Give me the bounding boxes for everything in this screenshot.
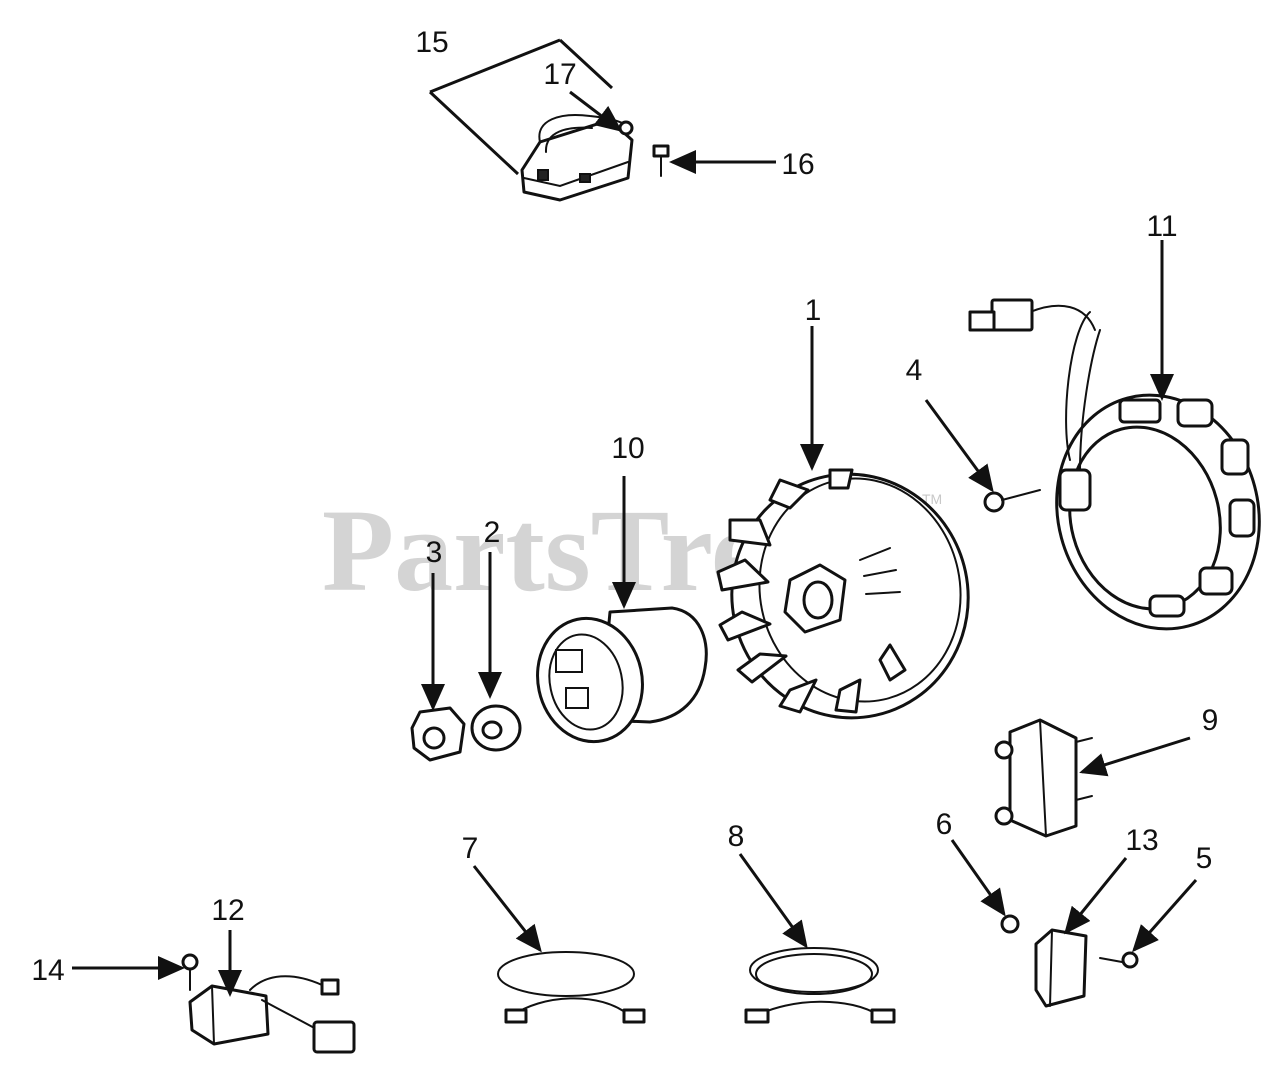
leader-9 xyxy=(1079,736,1191,777)
leader-17 xyxy=(569,90,623,132)
callout-17: 17 xyxy=(543,58,576,91)
part-terminal-block[interactable] xyxy=(994,718,1093,838)
part-rectifier[interactable] xyxy=(188,975,356,1054)
callout-labels: 1 2 3 4 5 6 7 8 9 10 11 12 13 14 15 16 1… xyxy=(31,26,1218,987)
leader-8 xyxy=(738,853,808,949)
bracket-15 xyxy=(428,38,614,176)
part-stator[interactable] xyxy=(968,298,1280,652)
callout-4: 4 xyxy=(906,354,923,387)
callout-10: 10 xyxy=(611,432,644,465)
part-nut[interactable] xyxy=(410,706,466,762)
part-block-13[interactable] xyxy=(1034,928,1088,1008)
callout-16: 16 xyxy=(781,148,814,181)
part-flywheel[interactable] xyxy=(709,452,991,740)
callout-14: 14 xyxy=(31,954,64,987)
callout-7: 7 xyxy=(462,832,479,865)
part-bolt-4[interactable] xyxy=(983,489,1041,513)
callout-11: 11 xyxy=(1146,210,1177,243)
callout-9: 9 xyxy=(1202,704,1219,737)
leader-13 xyxy=(1064,857,1128,935)
leader-7 xyxy=(472,865,542,953)
part-wire-8[interactable] xyxy=(744,947,896,1024)
leader-4 xyxy=(924,399,994,493)
callout-1: 1 xyxy=(805,294,822,327)
part-screw-5[interactable] xyxy=(1099,951,1139,969)
leader-lines xyxy=(72,90,1198,997)
part-wire-7[interactable] xyxy=(497,951,646,1024)
part-nut-6[interactable] xyxy=(1000,914,1020,934)
callout-13: 13 xyxy=(1125,824,1158,857)
part-washer[interactable] xyxy=(470,704,522,752)
callout-5: 5 xyxy=(1196,842,1213,875)
part-switch-assembly[interactable] xyxy=(520,114,634,202)
callout-15: 15 xyxy=(415,26,448,59)
callout-2: 2 xyxy=(484,516,501,549)
part-screw-14[interactable] xyxy=(181,953,199,991)
callout-12: 12 xyxy=(211,894,244,927)
callout-8: 8 xyxy=(728,820,745,853)
part-sleeve[interactable] xyxy=(526,606,708,751)
leader-6 xyxy=(950,839,1006,917)
leader-5 xyxy=(1132,879,1198,953)
callout-3: 3 xyxy=(426,536,443,569)
callout-6: 6 xyxy=(936,808,953,841)
part-screw-16[interactable] xyxy=(652,144,670,177)
